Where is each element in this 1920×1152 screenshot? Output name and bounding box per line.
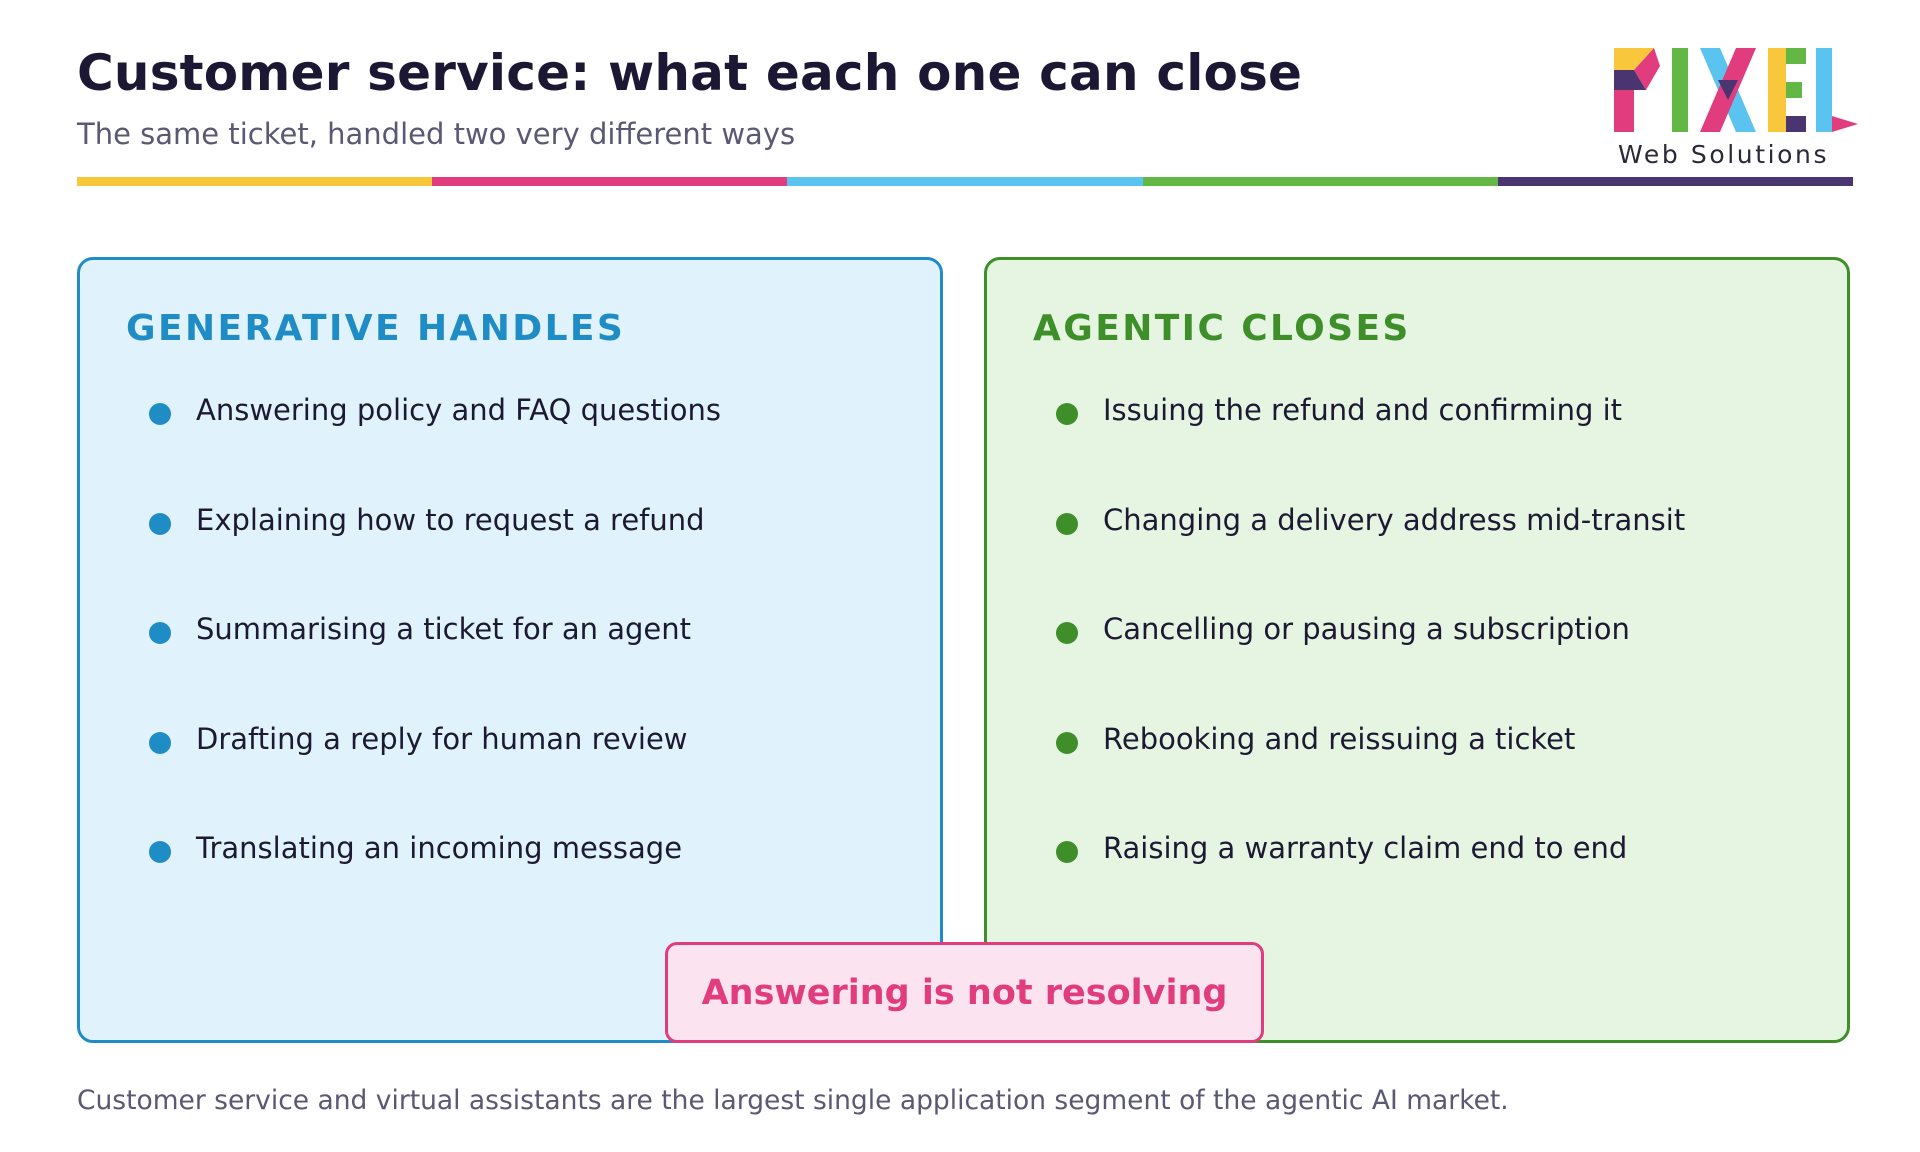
page-title: Customer service: what each one can clos…	[77, 44, 1303, 102]
color-stripe-divider	[77, 177, 1854, 186]
list-item-text: Answering policy and FAQ questions	[196, 393, 722, 427]
list-item: Rebooking and reissuing a ticket	[987, 716, 1847, 826]
callout-badge: Answering is not resolving	[665, 942, 1264, 1043]
footnote: Customer service and virtual assistants …	[77, 1085, 1509, 1116]
stripe-segment	[787, 177, 1143, 186]
bullet-dot-icon	[1056, 731, 1078, 754]
agentic-panel-title: AGENTIC CLOSES	[1033, 308, 1411, 349]
agentic-panel: AGENTIC CLOSES Issuing the refund and co…	[984, 257, 1850, 1043]
stripe-segment	[432, 177, 788, 186]
list-item-text: Changing a delivery address mid-transit	[1103, 502, 1686, 537]
bullet-dot-icon	[149, 403, 171, 425]
bullet-dot-icon	[149, 512, 171, 535]
list-item-text: Explaining how to request a refund	[196, 502, 705, 537]
list-item-text: Translating an incoming message	[196, 831, 683, 865]
list-item: Changing a delivery address mid-transit	[987, 497, 1847, 607]
bullet-dot-icon	[149, 622, 171, 644]
bullet-dot-icon	[1056, 403, 1078, 425]
generative-panel: GENERATIVE HANDLES Answering policy and …	[77, 257, 943, 1043]
list-item: Issuing the refund and confirming it	[987, 387, 1847, 497]
list-item: Explaining how to request a refund	[80, 497, 940, 607]
bullet-dot-icon	[1056, 841, 1078, 863]
stripe-segment	[1497, 177, 1854, 186]
list-item-text: Summarising a ticket for an agent	[196, 612, 691, 646]
bullet-dot-icon	[149, 841, 171, 863]
logo-tagline: Web Solutions	[1618, 140, 1830, 169]
list-item: Raising a warranty claim end to end	[987, 825, 1847, 935]
list-item-text: Cancelling or pausing a subscription	[1103, 612, 1630, 646]
pixel-logo	[1614, 48, 1858, 132]
list-item: Cancelling or pausing a subscription	[987, 606, 1847, 716]
list-item-text: Issuing the refund and confirming it	[1103, 393, 1623, 427]
stripe-segment	[77, 177, 433, 186]
list-item-text: Drafting a reply for human review	[196, 721, 688, 756]
list-item: Translating an incoming message	[80, 825, 940, 935]
list-item: Summarising a ticket for an agent	[80, 606, 940, 716]
bullet-dot-icon	[149, 731, 171, 754]
list-item-text: Rebooking and reissuing a ticket	[1103, 721, 1576, 756]
generative-panel-title: GENERATIVE HANDLES	[126, 308, 626, 349]
list-item: Answering policy and FAQ questions	[80, 387, 940, 497]
stripe-segment	[1142, 177, 1498, 186]
bullet-dot-icon	[1056, 622, 1078, 644]
bullet-dot-icon	[1056, 512, 1078, 535]
page-subtitle: The same ticket, handled two very differ…	[77, 117, 796, 151]
list-item-text: Raising a warranty claim end to end	[1103, 831, 1628, 865]
list-item: Drafting a reply for human review	[80, 716, 940, 826]
